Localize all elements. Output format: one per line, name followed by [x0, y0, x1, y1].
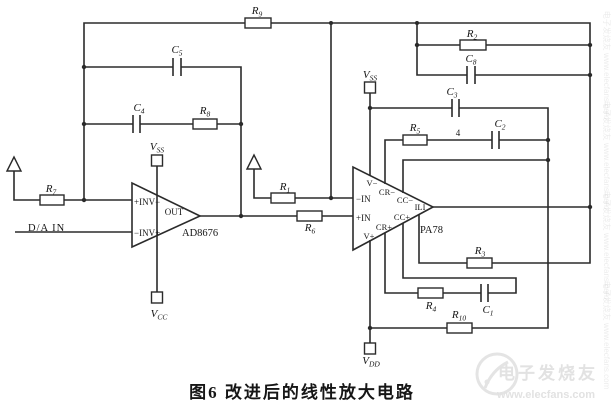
label-C2: C2 — [494, 118, 505, 132]
label-C8: C8 — [465, 53, 476, 67]
label-VDD: VDD — [362, 355, 380, 369]
input-label: D/A IN — [28, 223, 65, 234]
terminal-VSS-2 — [363, 81, 377, 94]
label-R4: R4 — [425, 300, 437, 314]
resistor-R6 — [296, 210, 323, 222]
opamp1-pin-top: +INV− — [134, 197, 160, 207]
capacitor-C5 — [172, 58, 182, 76]
supply-terminals — [150, 81, 377, 355]
opamp2-labels: V− CR− CC− ILI CC+ CR+ V+ −IN +IN PA78 4 — [356, 128, 461, 241]
label-R10: R10 — [451, 309, 466, 323]
opamp2-pin-ccminus: CC− — [397, 195, 413, 205]
resistor-R4 — [417, 287, 444, 299]
resistors — [39, 17, 493, 334]
label-R6: R6 — [304, 222, 316, 236]
side-watermarks: 电子发烧友 www.elecfans.com 电子发烧友 www.elecfan… — [602, 11, 611, 390]
capacitor-C2 — [491, 131, 500, 149]
label-R2: R2 — [466, 28, 478, 42]
label-C5: C5 — [171, 44, 182, 58]
label-R8: R8 — [199, 105, 211, 119]
opamp2-pin-crminus: CR− — [379, 187, 395, 197]
opamp1-pin-bottom: −INV+ — [134, 228, 160, 238]
opamp2-pin-inminus: −IN — [356, 194, 371, 204]
terminal-VCC — [150, 291, 164, 304]
watermark-site: www.elecfans.com — [496, 389, 595, 401]
opamp1-labels: +INV− OUT −INV+ AD8676 — [134, 197, 218, 239]
label-R7: R7 — [45, 183, 57, 197]
label-C3: C3 — [446, 86, 457, 100]
resistor-R1 — [270, 192, 296, 204]
opamp-AD8676-triangle — [131, 181, 202, 249]
label-C1: C1 — [482, 304, 493, 318]
label-R9: R9 — [251, 5, 263, 19]
resistor-R3 — [466, 257, 493, 269]
side-watermark: 电子发烧友 www.elecfans.com — [602, 101, 611, 210]
figure-caption: 图6 改进后的线性放大电路 — [189, 382, 415, 402]
capacitors — [132, 58, 500, 302]
label-VSS-1: VSS — [150, 141, 164, 155]
rail-arrow-icon — [5, 155, 23, 172]
label-R5: R5 — [409, 122, 421, 136]
label-VCC: VCC — [151, 308, 169, 322]
label-VSS-2: VSS — [363, 69, 377, 83]
watermark-logo-stroke — [483, 360, 509, 389]
watermark-logo-dot — [484, 379, 490, 385]
side-watermark: 电子发烧友 www.elecfans.com — [602, 11, 611, 120]
resistor-R8 — [192, 118, 218, 130]
opamp1-pin-out: OUT — [165, 207, 184, 217]
resistor-R9 — [244, 17, 272, 29]
opamp2-pin-ili: ILI — [415, 202, 426, 212]
terminal-VSS-1 — [150, 154, 164, 167]
label-R1: R1 — [279, 181, 290, 195]
resistor-R7 — [39, 194, 65, 206]
opamp-PA78-triangle — [352, 165, 435, 252]
watermark: 电子发烧友 www.elecfans.com — [475, 352, 598, 401]
opamp2-pin-vplus: V+ — [364, 231, 375, 241]
terminal-VDD — [363, 342, 377, 355]
resistor-R10 — [446, 322, 473, 334]
label-R3: R3 — [474, 245, 486, 259]
wires — [13, 22, 591, 343]
label-C4: C4 — [133, 102, 144, 116]
capacitor-C3 — [451, 99, 460, 117]
opamp2-pin-ccplus: CC+ — [394, 212, 410, 222]
capacitor-C8 — [466, 66, 476, 84]
resistor-R2 — [459, 39, 487, 51]
component-labels: R7 R9 C5 C4 R8 VSS R1 R6 VCC R2 C8 VSS C… — [45, 5, 506, 369]
side-watermark: 电子发烧友 www.elecfans.com — [602, 191, 611, 300]
opamp1-name: AD8676 — [182, 228, 218, 239]
rail-arrow-icon — [245, 153, 263, 170]
junction-dots — [81, 21, 593, 331]
opamp2-pin-number: 4 — [456, 128, 461, 138]
opamp2-pin-crplus: CR+ — [376, 222, 392, 232]
capacitor-C1 — [480, 284, 489, 302]
watermark-brand: 电子发烧友 — [498, 363, 598, 383]
side-watermark: 电子发烧友 www.elecfans.com — [602, 281, 611, 390]
capacitor-C4 — [132, 115, 141, 133]
resistor-R5 — [402, 134, 428, 146]
opamp2-pin-vminus: V− — [367, 178, 378, 188]
opamp2-pin-inplus: +IN — [356, 213, 371, 223]
watermark-logo-icon — [475, 352, 519, 396]
opamp2-name: PA78 — [420, 225, 443, 236]
